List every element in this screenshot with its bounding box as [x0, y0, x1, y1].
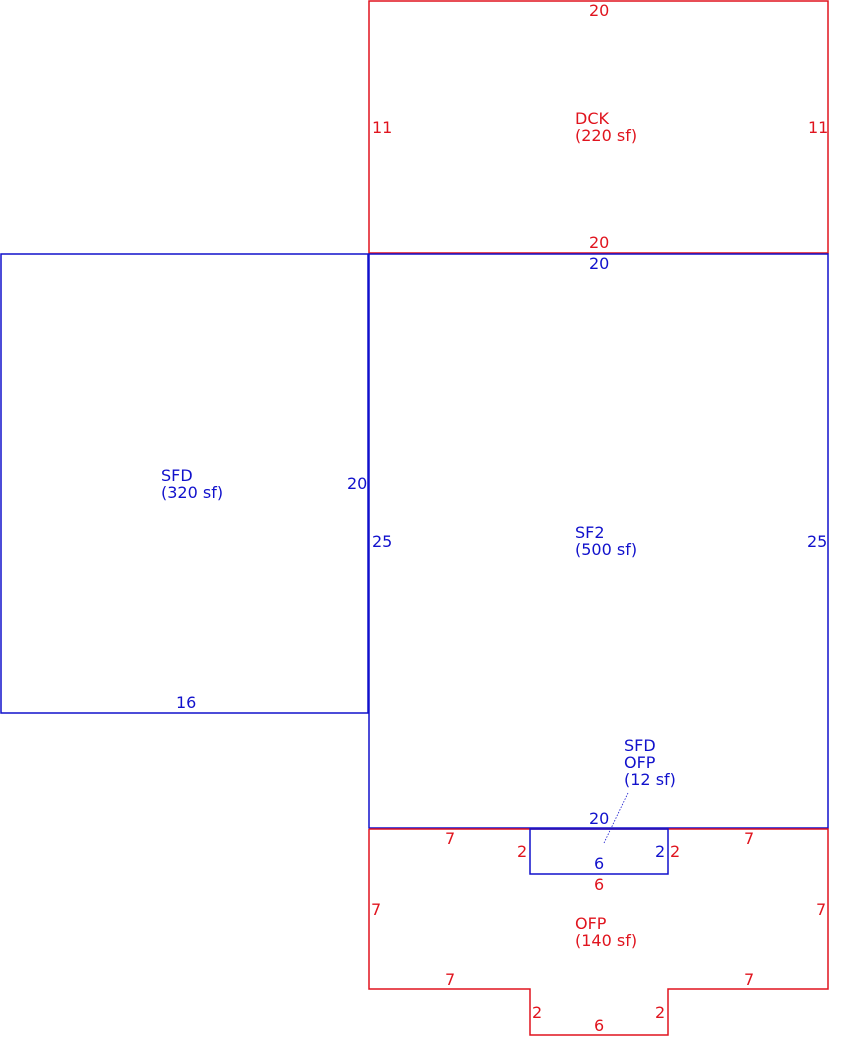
dim-ofp-tab-left: 2 — [532, 1003, 542, 1022]
dim-ofp-left: 7 — [371, 900, 381, 919]
dim-sf2-right: 25 — [807, 532, 827, 551]
ofp-area-label: (140 sf) — [575, 931, 637, 950]
dim-sf2-left: 25 — [372, 532, 392, 551]
dim-ofp-right-notch: 2 — [670, 842, 680, 861]
dim-sfd-right: 20 — [347, 474, 367, 493]
dim-sf2-top: 20 — [589, 254, 609, 273]
sfd-ofp-outline — [529, 828, 669, 875]
dim-sf2-bottom: 20 — [589, 809, 609, 828]
sfd-ofp-name2-label: OFP — [624, 753, 656, 772]
dck-area-label: (220 sf) — [575, 126, 637, 145]
sf2-name-label: SF2 — [575, 523, 605, 542]
ofp-name-label: OFP — [575, 914, 607, 933]
dim-sfdofp-left: 2 — [517, 842, 527, 861]
dim-sfdofp-bottom: 6 — [594, 854, 604, 873]
dim-dck-left: 11 — [372, 118, 392, 137]
dim-ofp-top-right: 7 — [744, 829, 754, 848]
sfd-ofp-area-label: (12 sf) — [624, 770, 676, 789]
sfd-outline — [0, 253, 369, 714]
dim-ofp-bot-right: 7 — [744, 970, 754, 989]
dim-sfd-bottom: 16 — [176, 693, 196, 712]
dim-ofp-tab-bottom: 6 — [594, 1016, 604, 1035]
ofp-outline — [368, 828, 829, 1036]
dck-outline — [368, 0, 829, 254]
dim-ofp-notch-bottom: 6 — [594, 875, 604, 894]
dim-dck-right: 11 — [808, 118, 828, 137]
dim-ofp-right: 7 — [816, 900, 826, 919]
dim-dck-bottom: 20 — [589, 233, 609, 252]
sf2-area-label: (500 sf) — [575, 540, 637, 559]
sfd-ofp-name1-label: SFD — [624, 736, 656, 755]
sfd-ofp-leader — [603, 792, 629, 844]
dck-name-label: DCK — [575, 109, 609, 128]
dim-ofp-tab-right: 2 — [655, 1003, 665, 1022]
sf2-outline — [368, 253, 829, 829]
sfd-area-label: (320 sf) — [161, 483, 223, 502]
dim-dck-top: 20 — [589, 1, 609, 20]
dim-sfdofp-right: 2 — [655, 842, 665, 861]
dim-ofp-bot-left: 7 — [445, 970, 455, 989]
dim-ofp-top-left: 7 — [445, 829, 455, 848]
sfd-name-label: SFD — [161, 466, 193, 485]
